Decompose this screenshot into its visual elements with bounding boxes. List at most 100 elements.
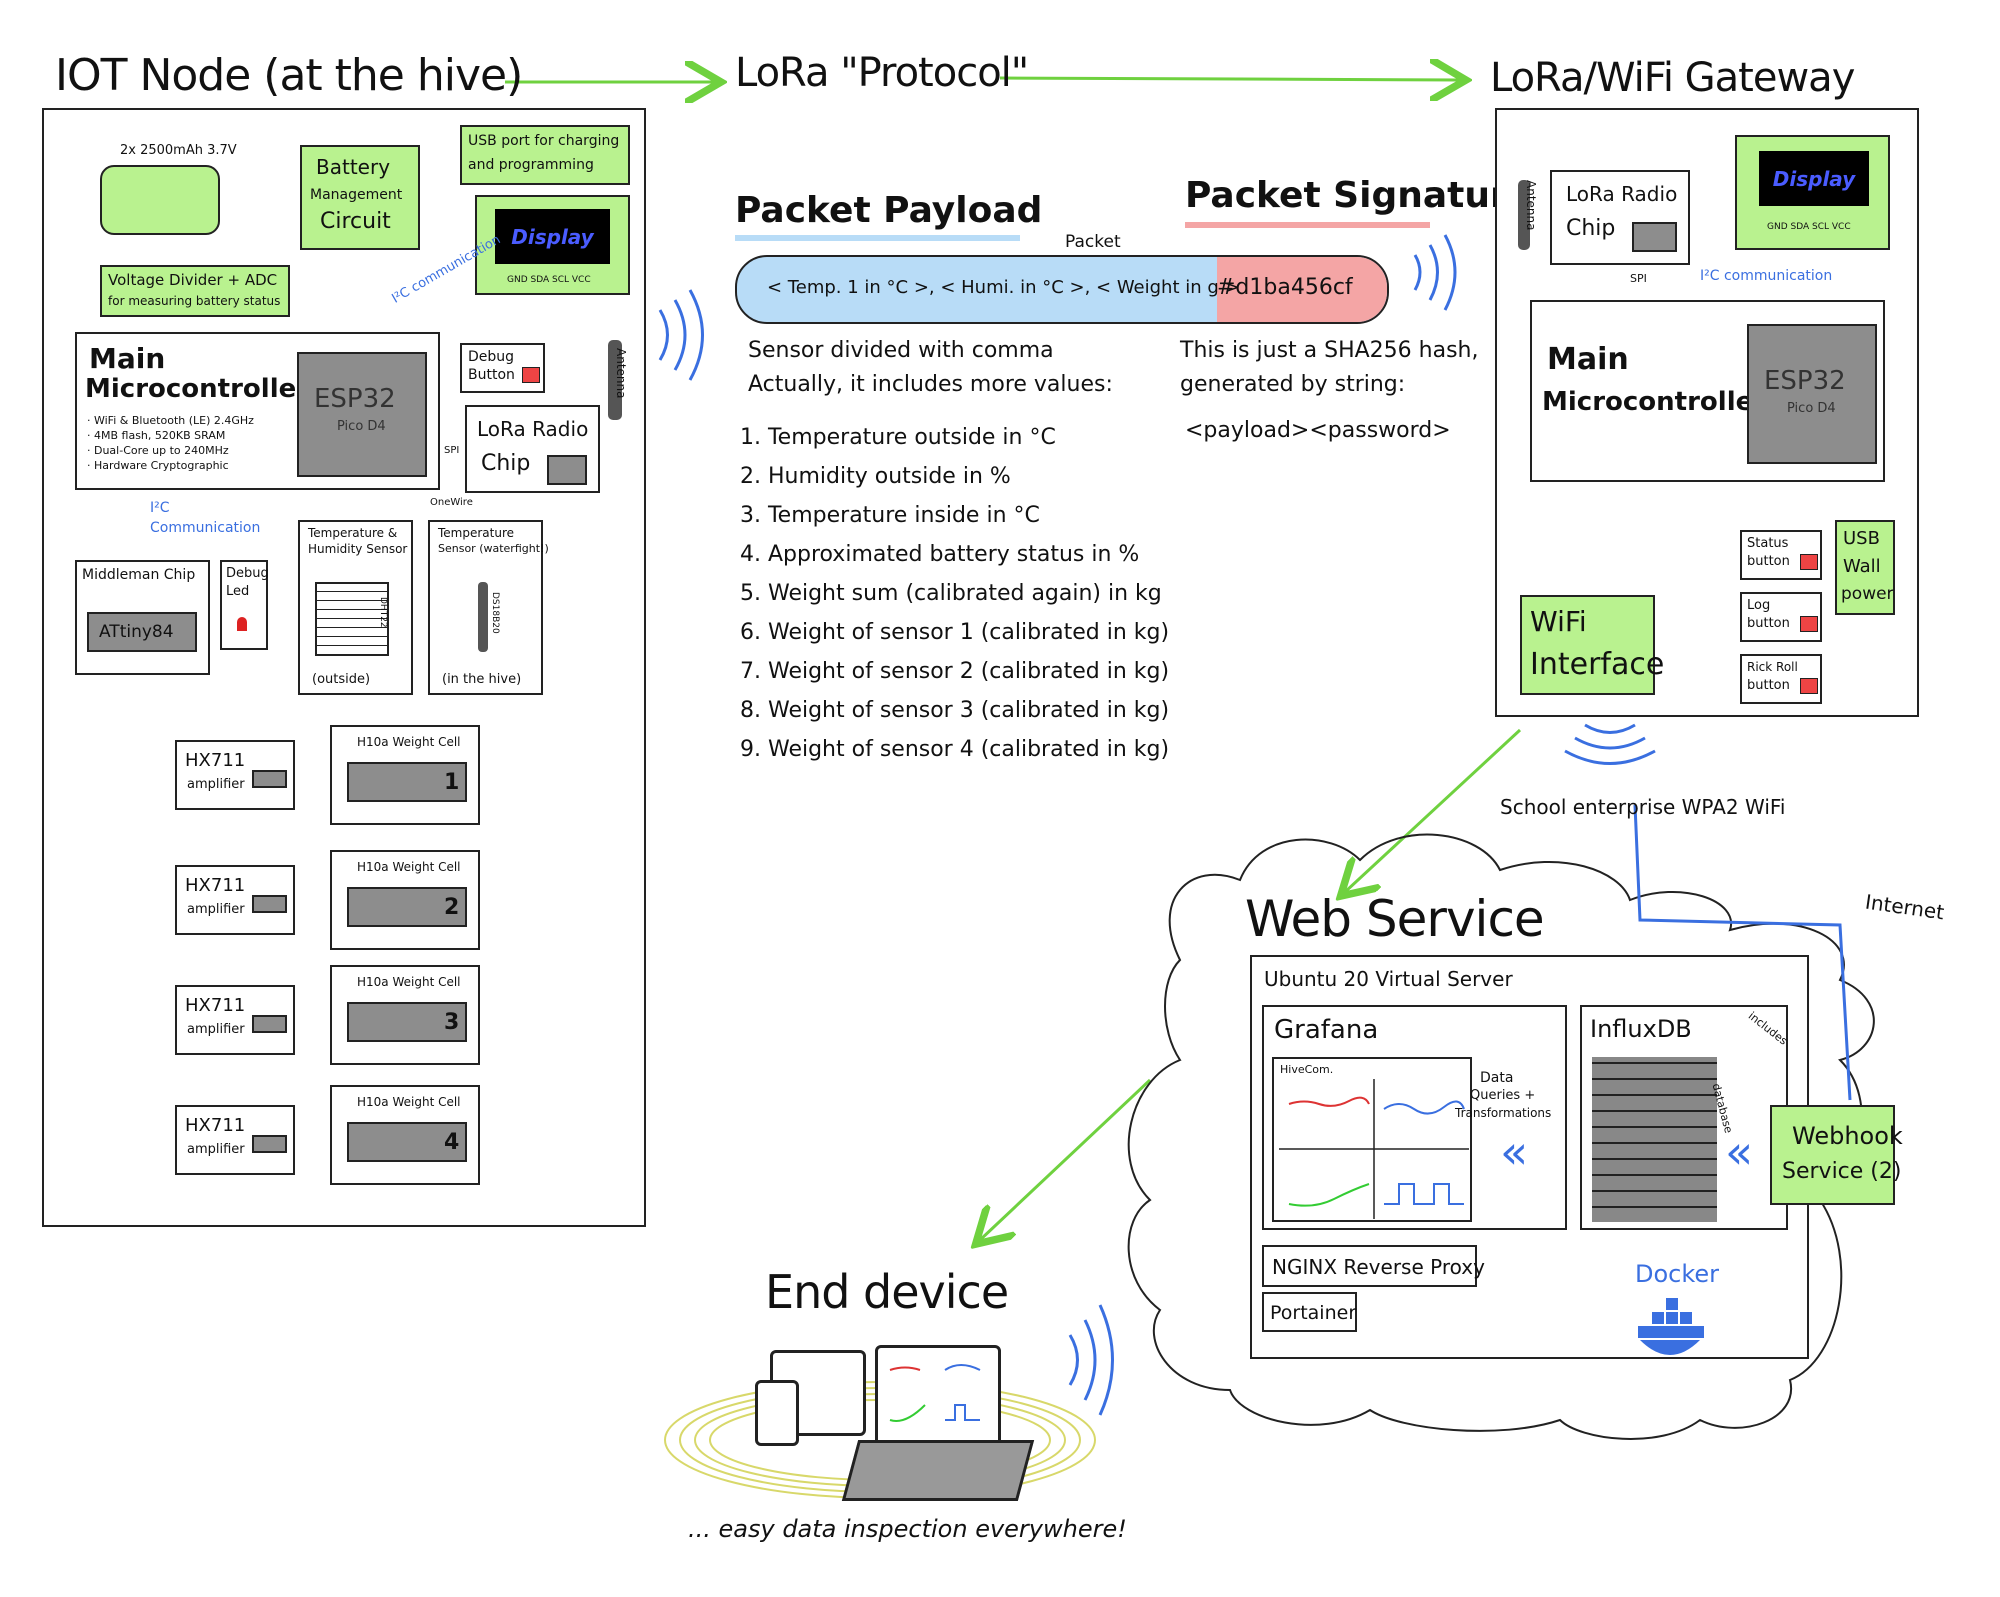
hx711-amplifier-2: HX711 amplifier [175,865,295,935]
probe-icon [478,582,488,652]
display-screen: Display [495,209,610,264]
ubuntu-server-label: Ubuntu 20 Virtual Server [1264,967,1513,991]
value-2: 2. Humidity outside in % [740,464,1011,489]
database-table-icon [1592,1057,1717,1222]
weight-cell-2: H10a Weight Cell 2 [330,850,480,950]
signature-title: Packet Signature [1185,175,1533,216]
value-5: 5. Weight sum (calibrated again) in kg [740,581,1162,606]
end-device-caption: ... easy data inspection everywhere! [688,1515,1127,1543]
arrow-web-to-end [980,1078,1152,1240]
queries-1: Data [1480,1070,1514,1086]
middleman-chip-box: Middleman Chip ATtiny84 [75,560,210,675]
node-debug-button: Debug Button [460,343,545,393]
lora-protocol-title: LoRa "Protocol" [735,50,1029,96]
grafana-dashboard: HiveCom. [1272,1057,1472,1222]
signature-text: #d1ba456cf [1217,275,1353,300]
value-3: 3. Temperature inside in °C [740,503,1040,528]
gateway-main-microcontroller: Main Microcontroller ESP32 Pico D4 [1530,300,1885,482]
temp-humidity-sensor: Temperature & Humidity Sensor DHT22 (out… [298,520,413,695]
value-8: 8. Weight of sensor 3 (calibrated in kg) [740,698,1170,723]
web-service-title: Web Service [1245,890,1545,948]
node-main-microcontroller: Main Microcontroller · WiFi & Bluetooth … [75,332,440,490]
value-9: 9. Weight of sensor 4 (calibrated in kg) [740,737,1170,762]
gateway-i2c-label: I²C communication [1700,268,1833,284]
queries-2: Queries + [1470,1088,1536,1103]
value-7: 7. Weight of sensor 2 (calibrated in kg) [740,659,1170,684]
dht-sensor-icon [315,582,389,656]
node-esp32-chip: ESP32 Pico D4 [297,352,427,477]
packet-capsule: < Temp. 1 in °C >, < Humi. in °C >, < We… [735,255,1389,324]
sensor-note-2: Actually, it includes more values: [748,372,1113,397]
node-lora-radio-chip: LoRa Radio Chip [465,405,600,493]
log-button: Log button [1740,592,1822,642]
end-device-title: End device [765,1265,1009,1319]
rick-roll-button: Rick Roll button [1740,654,1822,704]
queries-arrow-icon: « [1500,1125,1529,1179]
hx711-amplifier-4: HX711 amplifier [175,1105,295,1175]
gateway-title: LoRa/WiFi Gateway [1490,55,1855,101]
gateway-display-screen: Display [1759,151,1869,206]
hash-note-3: <payload><password> [1185,418,1451,443]
radio-waves-node [658,289,704,381]
influxdb-box: InfluxDB database [1580,1005,1788,1230]
voltage-divider-box: Voltage Divider + ADC for measuring batt… [100,265,290,317]
radio-waves-gateway [1564,723,1656,765]
docker-label: Docker [1635,1260,1720,1288]
gateway-antenna-icon [1518,180,1530,250]
nginx-box: NGINX Reverse Proxy [1262,1245,1485,1287]
weight-cell-3: H10a Weight Cell 3 [330,965,480,1065]
waterproof-temp-sensor: Temperature Sensor (waterfight!) DS18B20… [428,520,549,695]
arrow-gateway-to-web [1345,728,1522,892]
gateway-display-module: Display GND SDA SCL VCC [1735,135,1890,250]
red-button-icon [522,367,540,383]
onewire-label: OneWire [430,497,473,508]
internet-cloud [1127,833,1875,1440]
sensor-note-1: Sensor divided with comma [748,338,1054,363]
usb-port-box: USB port for charging and programming [460,125,630,185]
arrow-protocol-to-gateway [999,78,1460,80]
hash-note-2: generated by string: [1180,372,1406,397]
node-debug-led: Debug Led [220,560,269,650]
queries-3: Transformations [1455,1106,1552,1120]
value-1: 1. Temperature outside in °C [740,425,1056,450]
battery-management-circuit: Battery Management Circuit [300,145,420,250]
packet-label: Packet [1065,232,1121,252]
value-6: 6. Weight of sensor 1 (calibrated in kg) [740,620,1170,645]
internet-line [1633,804,1852,1101]
gateway-lora-chip: LoRa Radio Chip [1550,170,1690,265]
webhook-arrow-icon: « [1725,1125,1754,1179]
radio-waves-payload [1413,234,1457,311]
value-4: 4. Approximated battery status in % [740,542,1140,567]
phone-icon [755,1380,799,1446]
weight-cell-1: H10a Weight Cell 1 [330,725,480,825]
iot-node-title: IOT Node (at the hive) [55,50,523,101]
weight-cell-4: H10a Weight Cell 4 [330,1085,480,1185]
portainer-box: Portainer [1262,1292,1357,1332]
node-antenna-icon [608,340,622,420]
payload-text: < Temp. 1 in °C >, < Humi. in °C >, < We… [767,277,1240,298]
node-display-module: Display GND SDA SCL VCC [475,195,630,295]
status-button: Status button [1740,530,1822,580]
signature-underline [1185,222,1430,228]
webhook-service-box: Webhook Service (2) [1770,1105,1903,1205]
gateway-esp32-chip: ESP32 Pico D4 [1747,324,1877,464]
led-icon [237,617,247,631]
hash-note-1: This is just a SHA256 hash, [1180,338,1479,363]
radio-waves-end [1068,1304,1114,1416]
hx711-amplifier-3: HX711 amplifier [175,985,295,1055]
school-wifi-label: School enterprise WPA2 WiFi [1500,795,1786,819]
hx711-amplifier-1: HX711 amplifier [175,740,295,810]
node-i2c-comm-2: Communication [150,520,261,536]
wifi-interface-box: WiFi Interface [1520,595,1664,695]
usb-wall-power: USB Wall power [1835,520,1895,615]
node-spi-label: SPI [444,445,460,456]
grafana-box: Grafana HiveCom. [1262,1005,1567,1230]
gateway-spi-label: SPI [1630,272,1647,285]
battery-label: 2x 2500mAh 3.7V [120,143,237,158]
dashboard-mini-charts [1279,1079,1469,1219]
node-i2c-comm-1: I²C [150,500,170,516]
payload-underline [735,235,1020,241]
battery-icon [100,165,220,235]
